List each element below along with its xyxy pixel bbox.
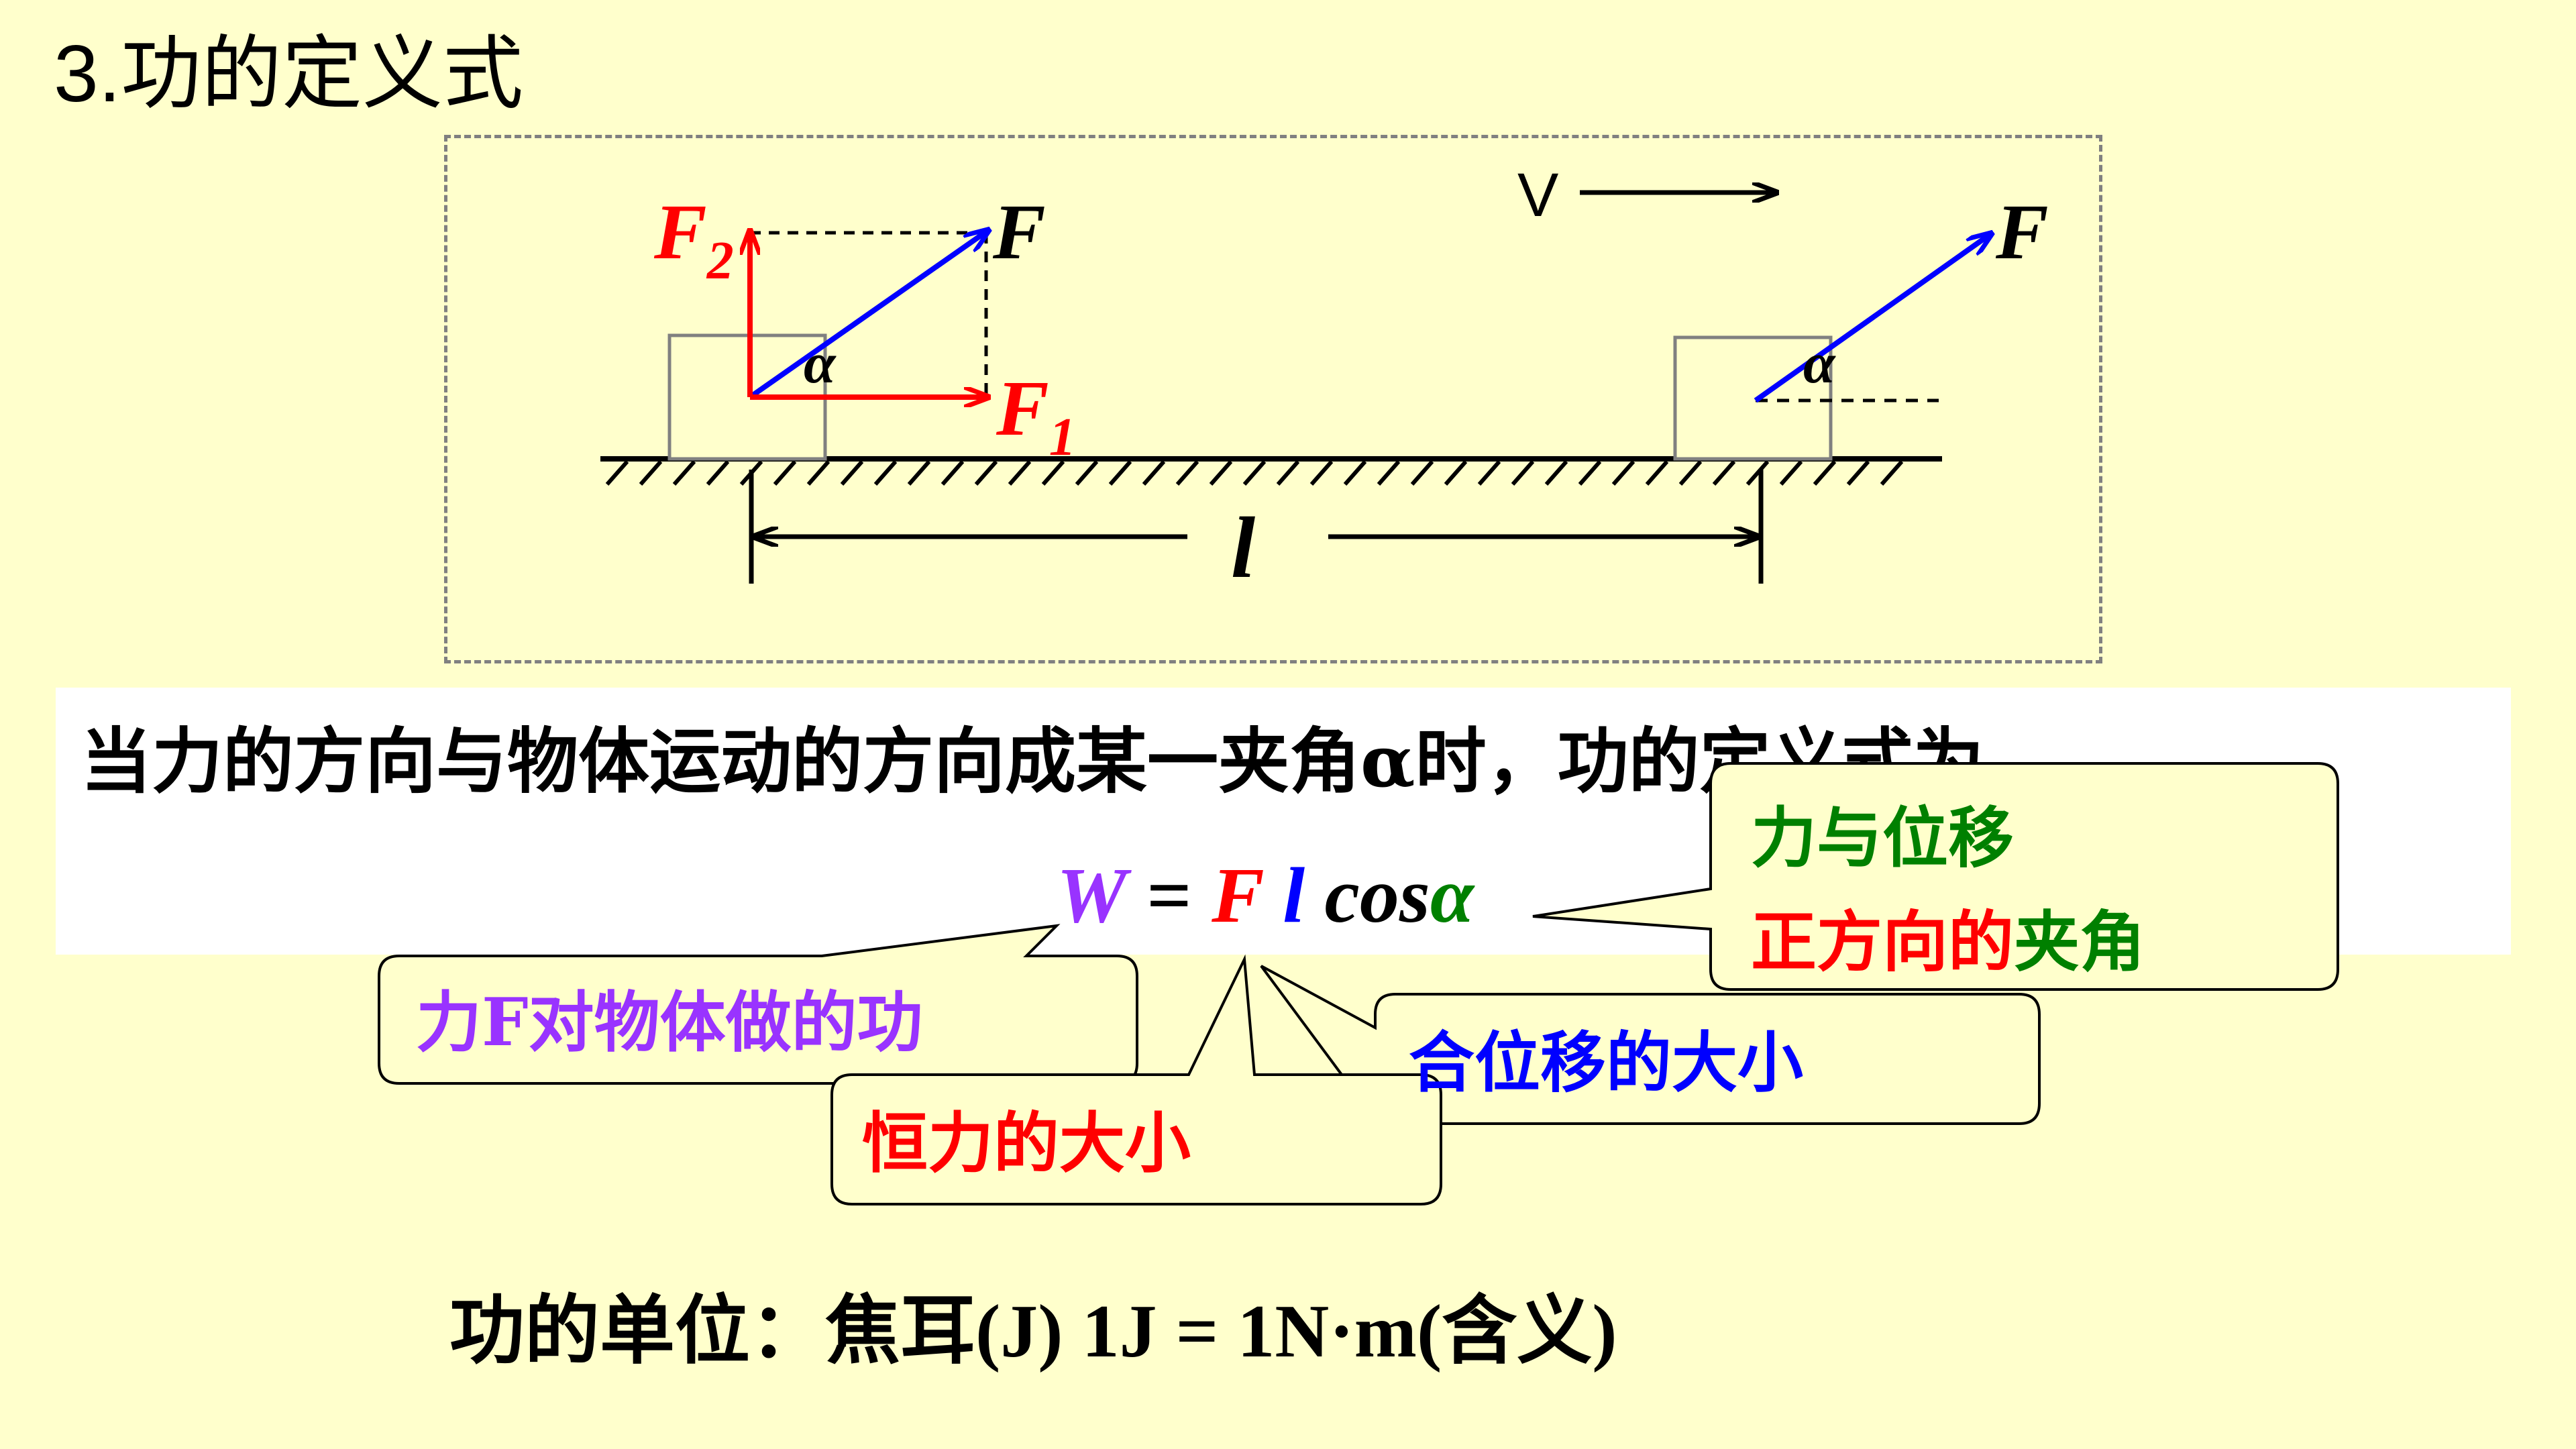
ground-hatch xyxy=(1041,460,1065,486)
ground-hatch xyxy=(1343,460,1367,486)
vertical-component-label: F2 xyxy=(653,188,734,290)
ground-hatch xyxy=(1410,460,1434,486)
right-force-arrow xyxy=(1754,233,1992,403)
left-angle-label: α xyxy=(804,331,837,395)
formula-work-symbol: W xyxy=(1057,851,1127,939)
ground-hatch xyxy=(1075,460,1099,486)
velocity-label: V xyxy=(1517,161,1558,229)
ground-hatch xyxy=(1779,460,1803,486)
ground-hatch xyxy=(873,460,898,486)
ground-hatch xyxy=(1880,460,1904,486)
ground-hatching xyxy=(605,460,1904,486)
ground-hatch xyxy=(1746,460,1770,486)
diagram-frame xyxy=(444,135,2102,663)
ground-hatch xyxy=(672,460,696,486)
formula-cos: cos xyxy=(1305,851,1430,939)
definition-statement: 当力的方向与物体运动的方向成某一夹角α时，功的定义式为 xyxy=(80,719,1984,803)
force-callout-bubble xyxy=(830,954,1442,1205)
ground-hatch xyxy=(1511,460,1535,486)
ground-hatch xyxy=(1108,460,1132,486)
ground-hatch xyxy=(1477,460,1501,486)
ground-hatch xyxy=(1846,460,1870,486)
angle-callout-bubble xyxy=(1532,762,2339,991)
ground-hatch xyxy=(1544,460,1568,486)
right-angle-label: α xyxy=(1803,331,1836,395)
ground-hatch xyxy=(1242,460,1267,486)
formula-angle-symbol: α xyxy=(1430,851,1474,939)
ground-hatch xyxy=(1578,460,1602,486)
ground-hatch xyxy=(1712,460,1736,486)
right-force-label: F xyxy=(1995,188,2049,276)
displacement-label: l xyxy=(1231,500,1255,596)
work-formula: W = F l cosα xyxy=(1057,845,1474,946)
ground-hatch xyxy=(1142,460,1166,486)
formula-displacement-symbol: l xyxy=(1263,851,1305,939)
ground-hatch xyxy=(1813,460,1837,486)
ground-hatch xyxy=(1645,460,1669,486)
ground-hatch xyxy=(605,460,629,486)
ground-hatch xyxy=(840,460,864,486)
ground-hatch xyxy=(974,460,998,486)
ground-hatch xyxy=(639,460,663,486)
ground-hatch xyxy=(773,460,797,486)
horizontal-component-label: F1 xyxy=(996,364,1076,467)
ground-hatch xyxy=(1276,460,1300,486)
slide-title: 3.功的定义式 xyxy=(54,29,524,119)
ground-hatch xyxy=(706,460,730,486)
ground-hatch xyxy=(941,460,965,486)
left-force-arrow xyxy=(748,229,989,400)
ground-hatch xyxy=(1444,460,1468,486)
ground-hatch xyxy=(1008,460,1032,486)
ground-hatch xyxy=(907,460,931,486)
ground-hatch xyxy=(806,460,830,486)
work-unit-line: 功的单位：焦耳(J) 1J = 1N·m(含义) xyxy=(449,1290,1617,1373)
ground-hatch xyxy=(1175,460,1199,486)
ground-hatch xyxy=(1377,460,1401,486)
ground-hatch xyxy=(1309,460,1334,486)
left-force-label: F xyxy=(992,188,1046,276)
right-block xyxy=(1673,335,1833,461)
angle-callout-line1: 力与位移 xyxy=(1751,800,2015,877)
force-callout-text: 恒力的大小 xyxy=(862,1105,1191,1182)
work-callout-text: 力F对物体做的功 xyxy=(416,984,923,1061)
ground-hatch xyxy=(1611,460,1635,486)
formula-equals: = xyxy=(1126,851,1212,939)
ground-hatch xyxy=(1678,460,1703,486)
displacement-callout-text: 合位移的大小 xyxy=(1409,1024,1804,1102)
formula-force-symbol: F xyxy=(1212,851,1263,939)
ground-hatch xyxy=(1209,460,1233,486)
angle-callout-line2: 正方向的夹角 xyxy=(1751,904,2146,981)
